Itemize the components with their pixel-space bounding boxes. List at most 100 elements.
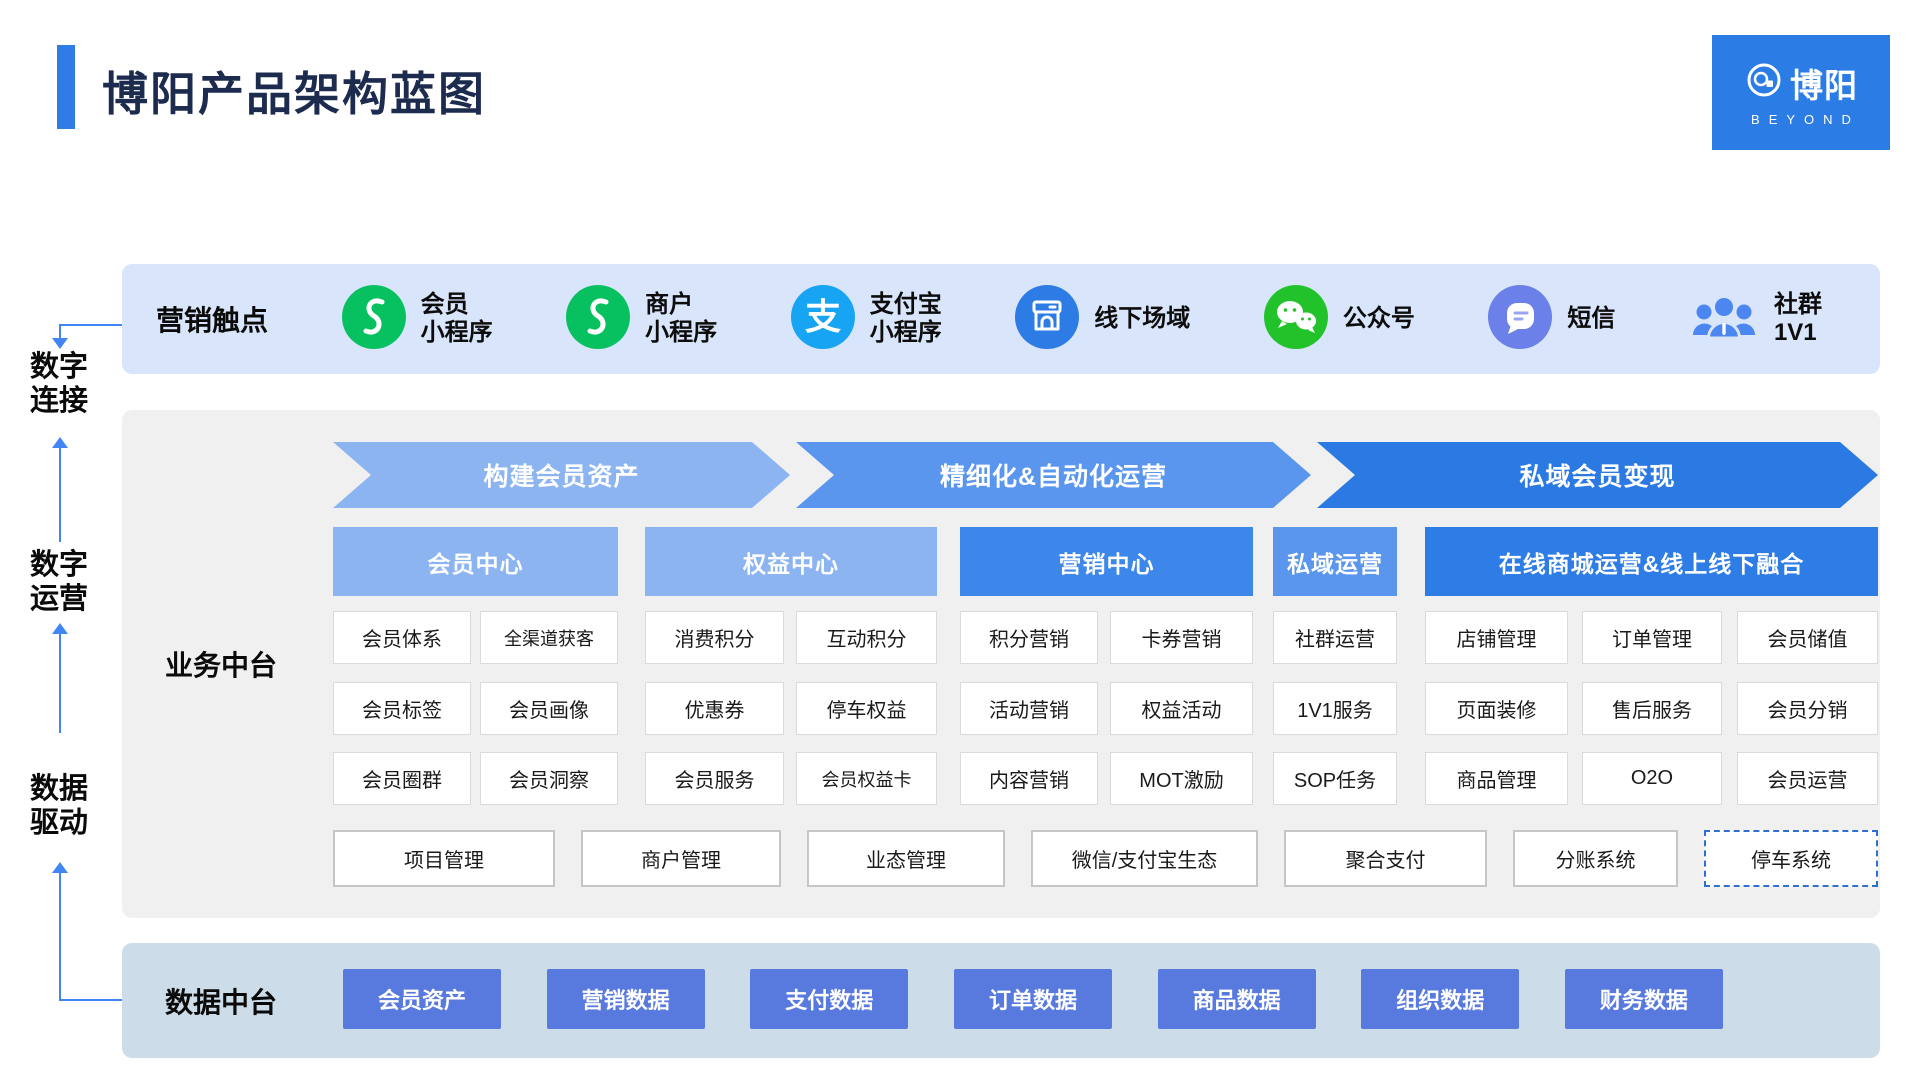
arrow-up-icon	[52, 437, 68, 448]
wechat-icon	[1263, 284, 1328, 354]
touchpoint-label: 社群 1V1	[1773, 290, 1822, 346]
utility-parking-system: 停车系统	[1704, 830, 1878, 887]
touchpoint-alipay-miniprogram: 支 支付宝 小程序	[790, 284, 942, 354]
cell-content-marketing: 内容营销	[960, 752, 1098, 805]
cell-coupons: 优惠券	[645, 682, 784, 735]
cell-parking-benefits: 停车权益	[796, 682, 937, 735]
banner-stage-monetization: 私域会员变现	[1317, 442, 1878, 508]
connector-elbow-top-horizontal	[60, 324, 122, 326]
cell-consumption-points: 消费积分	[645, 611, 784, 664]
utility-project-management: 项目管理	[333, 830, 555, 887]
cell-member-insights: 会员洞察	[480, 752, 618, 805]
svg-text:支: 支	[805, 296, 841, 337]
flow-arrow-line	[59, 634, 61, 733]
business-platform-content: 构建会员资产 精细化&自动化运营 私域会员变现 会员中心 权益中心 营销中心 私…	[333, 410, 1878, 918]
data-box-order-data: 订单数据	[953, 969, 1112, 1029]
data-platform-boxes: 会员资产 营销数据 支付数据 订单数据 商品数据 组织数据 财务数据	[343, 969, 1723, 1029]
column-header-member-center: 会员中心	[333, 527, 618, 596]
sms-icon	[1488, 284, 1553, 354]
data-box-marketing-data: 营销数据	[546, 969, 705, 1029]
cell-member-distribution: 会员分销	[1737, 682, 1878, 735]
cell-mot-incentive: MOT激励	[1110, 752, 1253, 805]
rail-label-digital-operation: 数字 运营	[29, 549, 88, 615]
cell-store-management: 店铺管理	[1425, 611, 1568, 664]
cell-omnichannel-acquisition: 全渠道获客	[480, 611, 618, 664]
rail-label-digital-connection: 数字 连接	[29, 351, 88, 417]
cell-campaign-marketing: 活动营销	[960, 682, 1098, 735]
rail-label-data-driven: 数据 驱动	[29, 773, 88, 839]
cell-member-services: 会员服务	[645, 752, 784, 805]
touchpoint-community-1v1: 社群 1V1	[1689, 285, 1822, 354]
arrow-up-icon	[52, 862, 68, 873]
cell-o2o: O2O	[1582, 752, 1722, 805]
miniprogram-icon	[341, 284, 406, 354]
page-title: 博阳产品架构蓝图	[102, 68, 486, 120]
brand-logo: 博阳 BEYOND	[1712, 35, 1890, 150]
banner-stage-automation: 精细化&自动化运营	[796, 442, 1311, 508]
cell-sop-tasks: SOP任务	[1273, 752, 1397, 805]
miniprogram-icon	[566, 284, 631, 354]
brand-subtitle: BEYOND	[1751, 111, 1860, 127]
cell-page-decoration: 页面装修	[1425, 682, 1568, 735]
cell-after-sales-service: 售后服务	[1582, 682, 1722, 735]
alipay-icon: 支	[790, 284, 855, 354]
touchpoint-sms: 短信	[1488, 284, 1616, 354]
touchpoint-member-miniprogram: 会员 小程序	[341, 284, 493, 354]
cell-benefit-activities: 权益活动	[1110, 682, 1253, 735]
touchpoints-band-label: 营销触点	[156, 305, 269, 336]
touchpoint-label: 商户 小程序	[645, 290, 718, 346]
cell-member-tags: 会员标签	[333, 682, 471, 735]
touchpoint-official-account: 公众号	[1263, 284, 1415, 354]
data-box-organization-data: 组织数据	[1361, 969, 1520, 1029]
data-platform-band: 数据中台 会员资产 营销数据 支付数据 订单数据 商品数据 组织数据 财务数据	[122, 943, 1880, 1058]
utility-aggregate-payment: 聚合支付	[1284, 830, 1487, 887]
cell-member-stored-value: 会员储值	[1737, 611, 1878, 664]
connector-elbow-top-vertical	[59, 324, 61, 339]
cell-points-marketing: 积分营销	[960, 611, 1098, 664]
column-header-marketing-center: 营销中心	[960, 527, 1253, 596]
arrow-down-icon	[52, 338, 68, 349]
cell-community-operation: 社群运营	[1273, 611, 1397, 664]
cell-member-segments: 会员圈群	[333, 752, 471, 805]
touchpoint-label: 短信	[1567, 304, 1616, 332]
data-platform-label: 数据中台	[165, 986, 278, 1018]
utility-merchant-management: 商户管理	[581, 830, 781, 887]
cell-member-profile: 会员画像	[480, 682, 618, 735]
cell-1v1-service: 1V1服务	[1273, 682, 1397, 735]
column-header-private-domain: 私域运营	[1273, 527, 1397, 596]
column-header-benefits-center: 权益中心	[645, 527, 937, 596]
data-box-payment-data: 支付数据	[750, 969, 909, 1029]
data-box-product-data: 商品数据	[1157, 969, 1316, 1029]
flow-arrow-line	[59, 448, 61, 542]
business-platform-label: 业务中台	[165, 650, 278, 681]
touchpoint-label: 会员 小程序	[420, 290, 493, 346]
connector-elbow-bottom-horizontal	[59, 999, 122, 1001]
data-box-member-assets: 会员资产	[343, 969, 501, 1029]
cell-member-system: 会员体系	[333, 611, 471, 664]
store-icon	[1015, 284, 1080, 354]
group-icon	[1689, 285, 1759, 354]
utility-format-management: 业态管理	[807, 830, 1005, 887]
utility-split-ledger-system: 分账系统	[1513, 830, 1678, 887]
cell-coupon-marketing: 卡券营销	[1110, 611, 1253, 664]
utility-wechat-alipay-ecosystem: 微信/支付宝生态	[1031, 830, 1258, 887]
cell-member-benefit-card: 会员权益卡	[796, 752, 937, 805]
touchpoint-label: 线下场域	[1094, 304, 1191, 332]
touchpoint-merchant-miniprogram: 商户 小程序	[566, 284, 718, 354]
cell-interaction-points: 互动积分	[796, 611, 937, 664]
arrow-up-icon	[52, 623, 68, 634]
banner-stage-build-assets: 构建会员资产	[333, 442, 790, 508]
cell-order-management: 订单管理	[1582, 611, 1722, 664]
business-platform-band: 业务中台 构建会员资产 精细化&自动化运营 私域会员变现 会员中心 权益中心 营…	[122, 410, 1880, 918]
column-header-online-mall: 在线商城运营&线上线下融合	[1425, 527, 1878, 596]
touchpoint-label: 支付宝 小程序	[869, 290, 942, 346]
cell-member-operation: 会员运营	[1737, 752, 1878, 805]
cell-product-management: 商品管理	[1425, 752, 1568, 805]
brand-logo-icon	[1744, 60, 1784, 105]
touchpoint-offline-venue: 线下场域	[1015, 284, 1191, 354]
connector-elbow-bottom-vertical	[59, 873, 61, 1001]
touchpoint-label: 公众号	[1342, 304, 1415, 332]
brand-name: 博阳	[1790, 66, 1858, 104]
data-box-finance-data: 财务数据	[1564, 969, 1723, 1029]
